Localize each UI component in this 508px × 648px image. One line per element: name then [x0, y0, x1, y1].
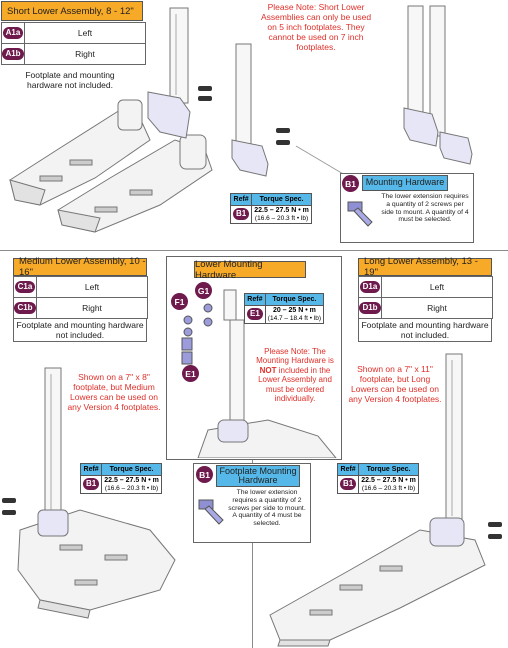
long-assembly-illustration	[269, 353, 502, 647]
torque-value-imperial: (16.6 – 20.3 ft • lb)	[254, 214, 309, 222]
part-label: Right	[36, 297, 148, 319]
torque-ref-badge: B1	[83, 478, 100, 491]
part-badge: C1a	[14, 281, 36, 293]
lower-mounting-hardware-illustration	[181, 289, 337, 458]
footplate-mounting-hardware-title: Footplate Mounting Hardware	[216, 465, 300, 487]
callout-e1: E1	[182, 365, 199, 382]
torque-value-imperial: (16.6 – 20.3 ft • lb)	[104, 484, 159, 492]
table-row: C1a Left	[13, 276, 148, 298]
part-badge: A1b	[2, 48, 24, 60]
torque-value: 22.5 – 27.5 N • m	[104, 477, 159, 484]
callout-g1: G1	[195, 282, 212, 299]
note-suffix: included in the Lower Assembly and must …	[258, 365, 332, 404]
torque-table-medium: Ref#Torque Spec. B1 22.5 – 27.5 N • m(16…	[79, 463, 162, 494]
torque-spec-header: Torque Spec.	[101, 463, 162, 476]
torque-ref-badge: B1	[233, 208, 250, 221]
torque-spec-header: Torque Spec.	[358, 463, 419, 476]
part-label: Left	[36, 276, 148, 298]
part-badge: C1b	[14, 302, 36, 314]
footplate-mounting-hardware-badge: B1	[196, 466, 213, 483]
torque-ref-header: Ref#	[229, 193, 253, 206]
torque-value-imperial: (14.7 – 18.4 ft • lb)	[267, 314, 322, 322]
torque-ref-header: Ref#	[79, 463, 103, 476]
medium-assembly-parts-table: C1a Left C1b Right	[13, 276, 148, 319]
mounting-hardware-badge: B1	[342, 175, 359, 192]
callout-f1: F1	[171, 293, 188, 310]
part-label: Right	[24, 43, 146, 65]
torque-ref-header: Ref#	[244, 293, 266, 306]
torque-table-short: Ref#Torque Spec. B1 22.5 – 27.5 N • m(16…	[229, 193, 312, 224]
long-assembly-note: Shown on a 7" x 11" footplate, but Long …	[348, 364, 442, 405]
part-badge: D1b	[359, 302, 381, 314]
torque-value: 22.5 – 27.5 N • m	[361, 477, 416, 484]
long-assembly-title: Long Lower Assembly, 13 - 19"	[358, 256, 492, 278]
footplate-mounting-hardware-description: The lower extension requires a quantity …	[228, 489, 306, 528]
part-label: Left	[381, 276, 493, 298]
medium-assembly-footnote: Footplate and mounting hardware not incl…	[13, 318, 147, 342]
table-row: A1b Right	[1, 43, 146, 65]
vertical-separator-left	[252, 456, 253, 648]
lower-mounting-hardware-title: Lower Mounting Hardware	[194, 259, 306, 281]
short-assembly-title: Short Lower Assembly, 8 - 12"	[1, 1, 143, 21]
long-assembly-parts-table: D1a Left D1b Right	[358, 276, 493, 319]
lower-mounting-hardware-note: Please Note: The Mounting Hardware is NO…	[254, 347, 336, 404]
horizontal-separator	[0, 250, 508, 251]
torque-value: 22.5 – 27.5 N • m	[254, 207, 309, 214]
long-assembly-footnote: Footplate and mounting hardware not incl…	[358, 318, 492, 342]
screw-icon	[198, 499, 224, 525]
note-prefix: Please Note: The Mounting Hardware is	[256, 347, 334, 366]
part-badge: A1a	[2, 27, 24, 39]
table-row: C1b Right	[13, 297, 148, 319]
table-row: D1a Left	[358, 276, 493, 298]
short-assembly-footnote: Footplate and mounting hardware not incl…	[25, 70, 115, 91]
mounting-hardware-title: Mounting Hardware	[362, 175, 448, 191]
medium-assembly-note: Shown on a 7" x 8" footplate, but Medium…	[67, 372, 161, 413]
part-label: Right	[381, 297, 493, 319]
torque-ref-badge: E1	[247, 308, 263, 321]
screw-icon	[347, 201, 373, 227]
table-row: D1b Right	[358, 297, 493, 319]
note-bold: NOT	[259, 365, 277, 375]
torque-ref-badge: B1	[340, 478, 357, 491]
torque-table-lower-hw: Ref#Torque Spec. E1 20 – 25 N • m(14.7 –…	[244, 293, 325, 324]
medium-assembly-illustration	[2, 367, 176, 619]
torque-spec-header: Torque Spec.	[251, 193, 312, 206]
medium-assembly-title: Medium Lower Assembly, 10 - 16"	[13, 256, 147, 278]
torque-ref-header: Ref#	[336, 463, 360, 476]
torque-spec-header: Torque Spec.	[264, 293, 325, 306]
torque-table-long: Ref#Torque Spec. B1 22.5 – 27.5 N • m(16…	[336, 463, 419, 494]
short-assembly-note: Please Note: Short Lower Assemblies can …	[260, 2, 372, 53]
mounting-hardware-description: The lower extension requires a quantity …	[381, 193, 469, 224]
torque-value: 20 – 25 N • m	[272, 307, 316, 314]
torque-value-imperial: (16.6 – 20.3 ft • lb)	[361, 484, 416, 492]
table-row: A1a Left	[1, 22, 146, 44]
short-assembly-parts-table: A1a Left A1b Right	[1, 22, 146, 65]
short-assembly-illustration	[9, 5, 473, 233]
part-badge: D1a	[359, 281, 381, 293]
